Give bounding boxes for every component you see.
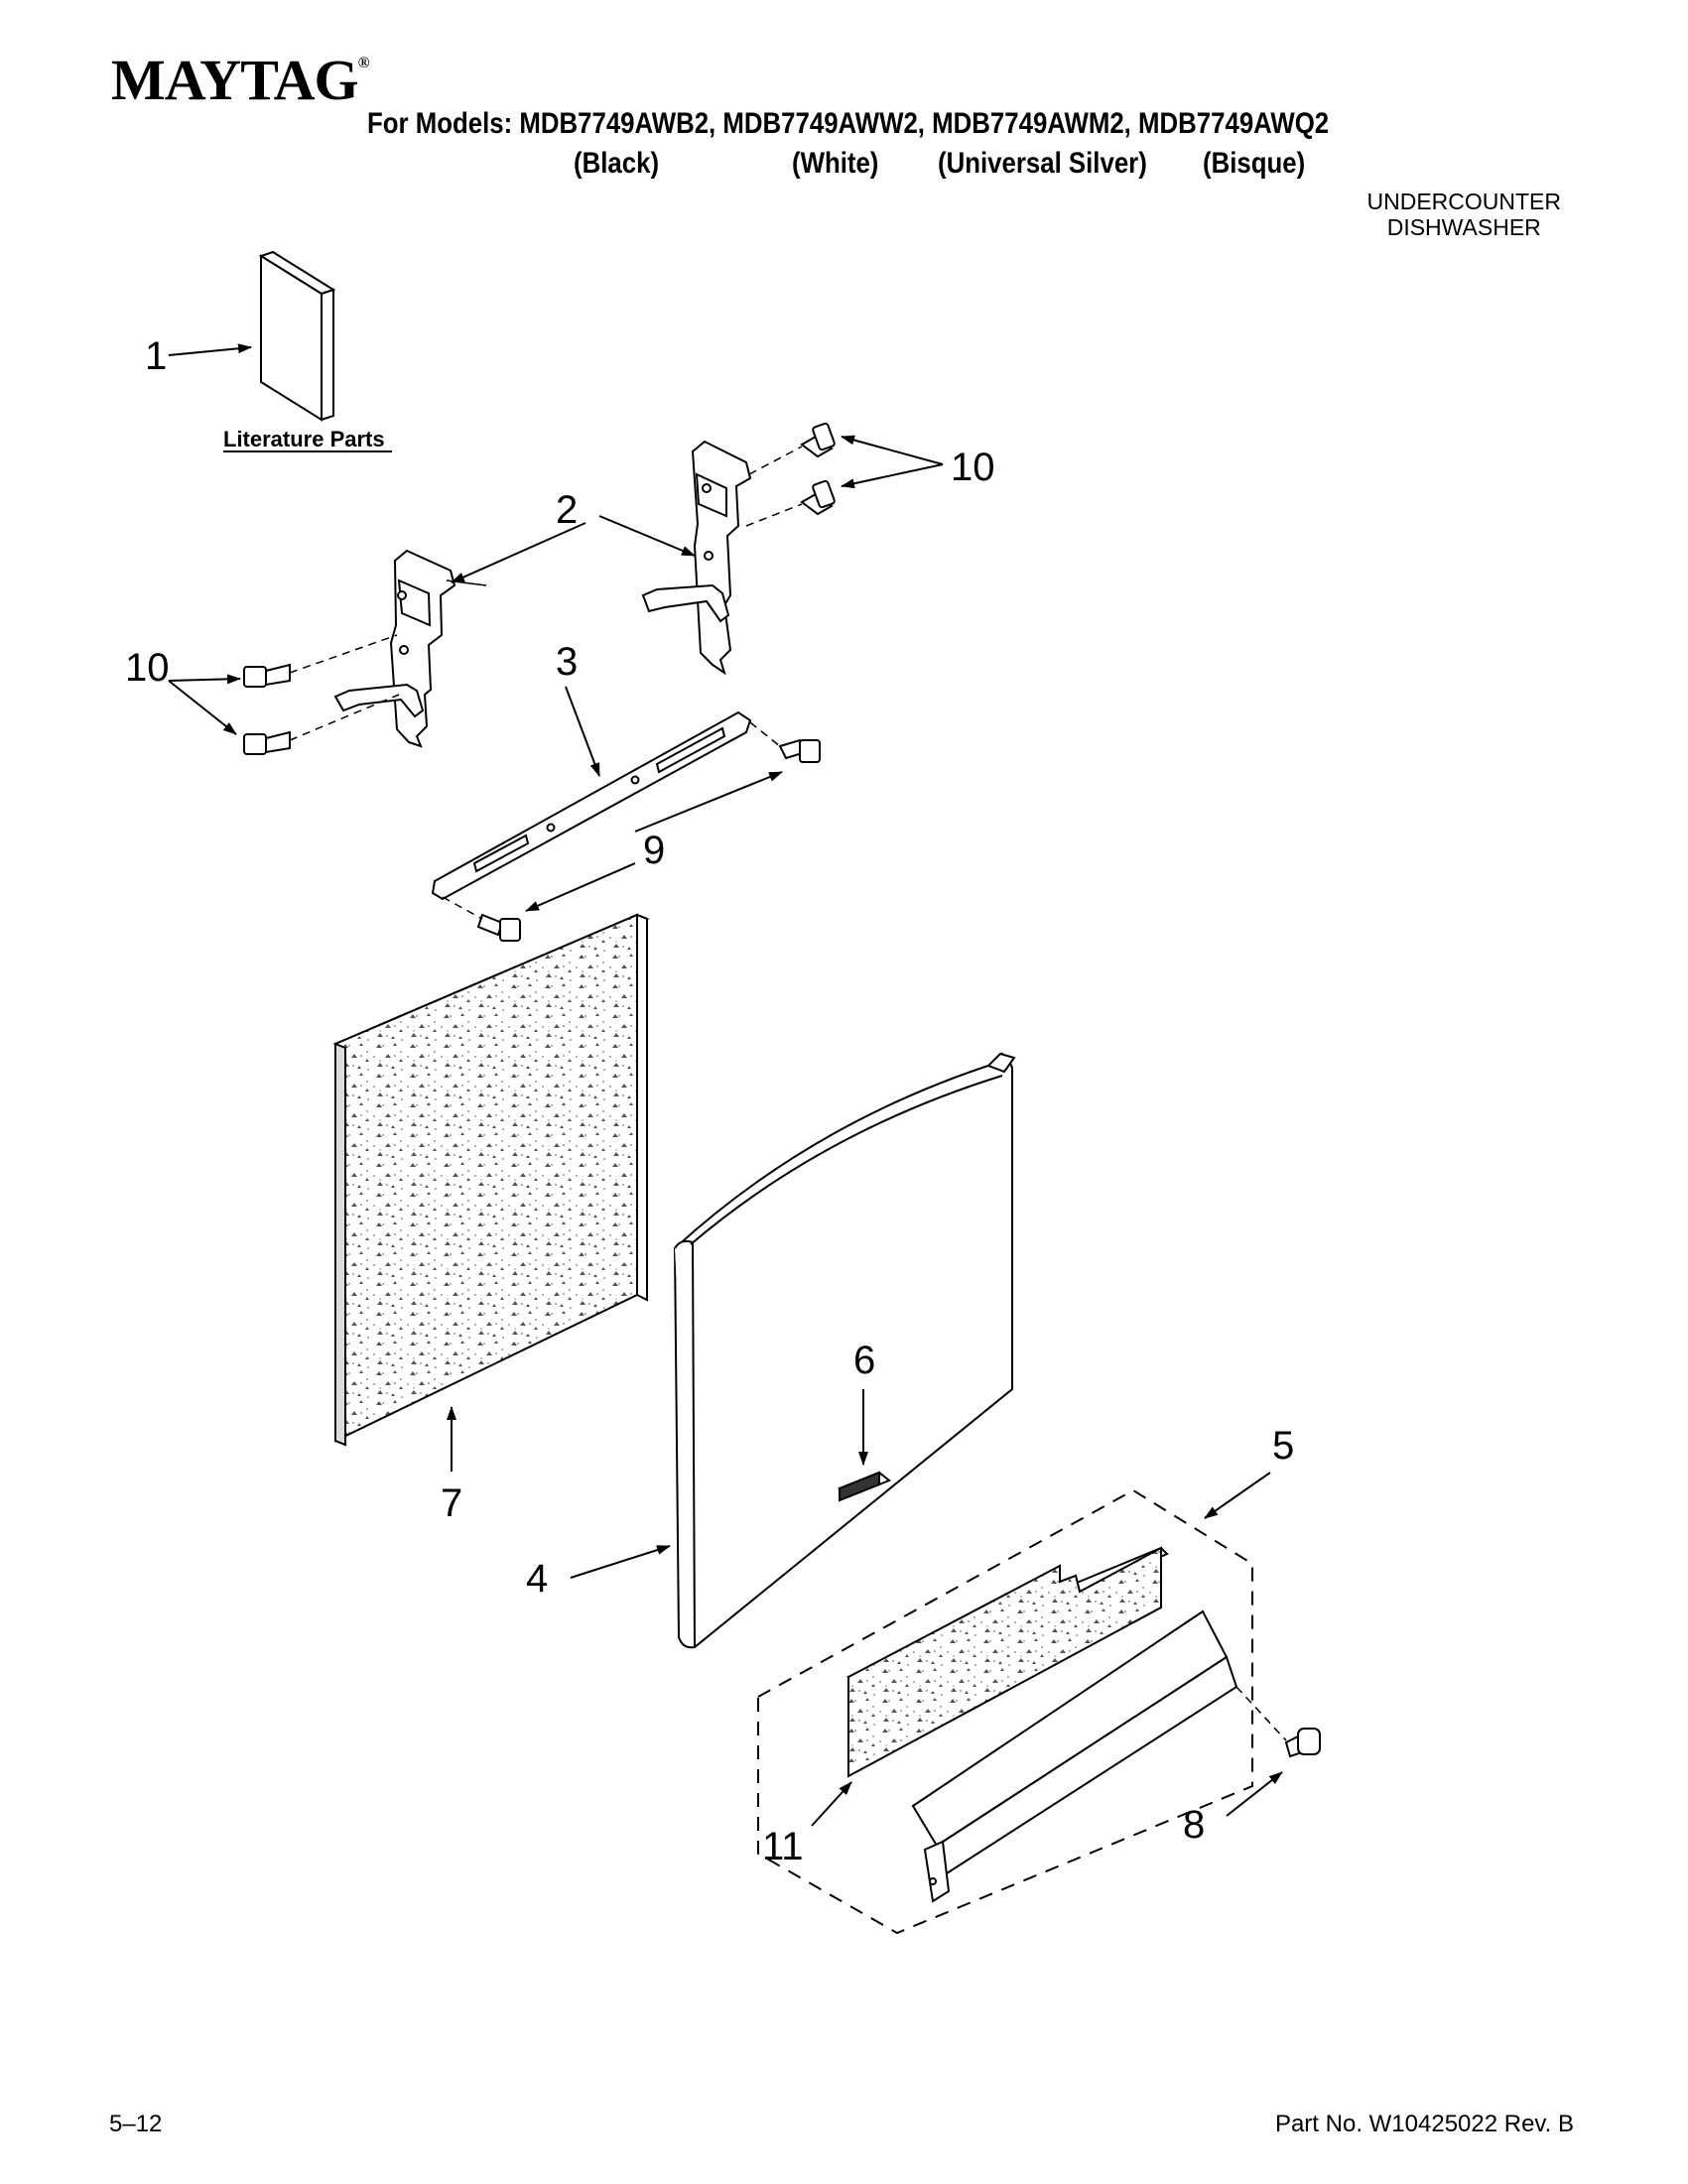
mounting-bracket-right: [641, 440, 752, 676]
arrow-10-top-a: [841, 435, 944, 465]
callout-9: 9: [643, 829, 665, 872]
part-number: Part No. W10425022 Rev. B: [1274, 2111, 1574, 2137]
callout-8: 8: [1183, 1803, 1205, 1847]
callout-10-top: 10: [951, 446, 995, 489]
screw-top-2: [800, 479, 836, 516]
arrow-2-right: [598, 515, 696, 557]
door-insulation-panel: [332, 913, 650, 1447]
page-number: 5–12: [109, 2111, 163, 2137]
callout-5: 5: [1272, 1424, 1294, 1468]
appliance-type: UNDERCOUNTER DISHWASHER: [1366, 189, 1562, 241]
arrow-9-left: [525, 862, 636, 912]
screw-9-left: [476, 913, 521, 942]
mounting-strip: [431, 710, 752, 901]
finish-black: (Black): [574, 147, 660, 180]
arrow-3: [565, 686, 600, 777]
badge: [838, 1471, 891, 1502]
arrow-1: [168, 343, 252, 356]
finish-bisque: (Bisque): [1203, 147, 1306, 180]
arrow-2-left: [451, 522, 586, 583]
arrow-10-top-b: [841, 463, 944, 489]
literature-booklet: [258, 250, 336, 422]
arrow-8: [1226, 1771, 1283, 1817]
arrow-9-right: [634, 771, 783, 833]
toe-panel-assembly-outline: [757, 1488, 1253, 1935]
models-line: For Models: MDB7749AWB2, MDB7749AWW2, MD…: [367, 107, 1330, 140]
callout-3: 3: [556, 640, 578, 684]
screw-left-2: [243, 730, 291, 755]
arrow-10-left-b: [168, 680, 237, 735]
arrow-11: [811, 1781, 852, 1827]
arrow-4: [570, 1545, 671, 1579]
screw-top-1: [800, 422, 836, 458]
literature-parts-label: Literature Parts: [223, 427, 385, 451]
callout-11: 11: [762, 1825, 804, 1868]
screw-left-1: [243, 663, 291, 688]
arrow-5: [1204, 1472, 1271, 1519]
mounting-bracket-left: [333, 549, 456, 748]
arrow-10-left-a: [168, 674, 241, 685]
callout-10-left: 10: [125, 646, 170, 690]
toe-panel-screw: [1284, 1728, 1321, 1758]
callout-6: 6: [853, 1339, 875, 1382]
callout-2: 2: [556, 488, 578, 532]
callout-4: 4: [526, 1557, 548, 1601]
screw-9-right: [778, 738, 821, 763]
finish-universal-silver: (Universal Silver): [938, 147, 1147, 180]
finish-white: (White): [792, 147, 879, 180]
toe-panel-insulation: [845, 1546, 1169, 1778]
outer-door-panel: [673, 1052, 1016, 1649]
callout-7: 7: [441, 1481, 462, 1525]
maytag-logo: MAYTAG®: [111, 48, 370, 112]
callout-1: 1: [145, 334, 167, 378]
